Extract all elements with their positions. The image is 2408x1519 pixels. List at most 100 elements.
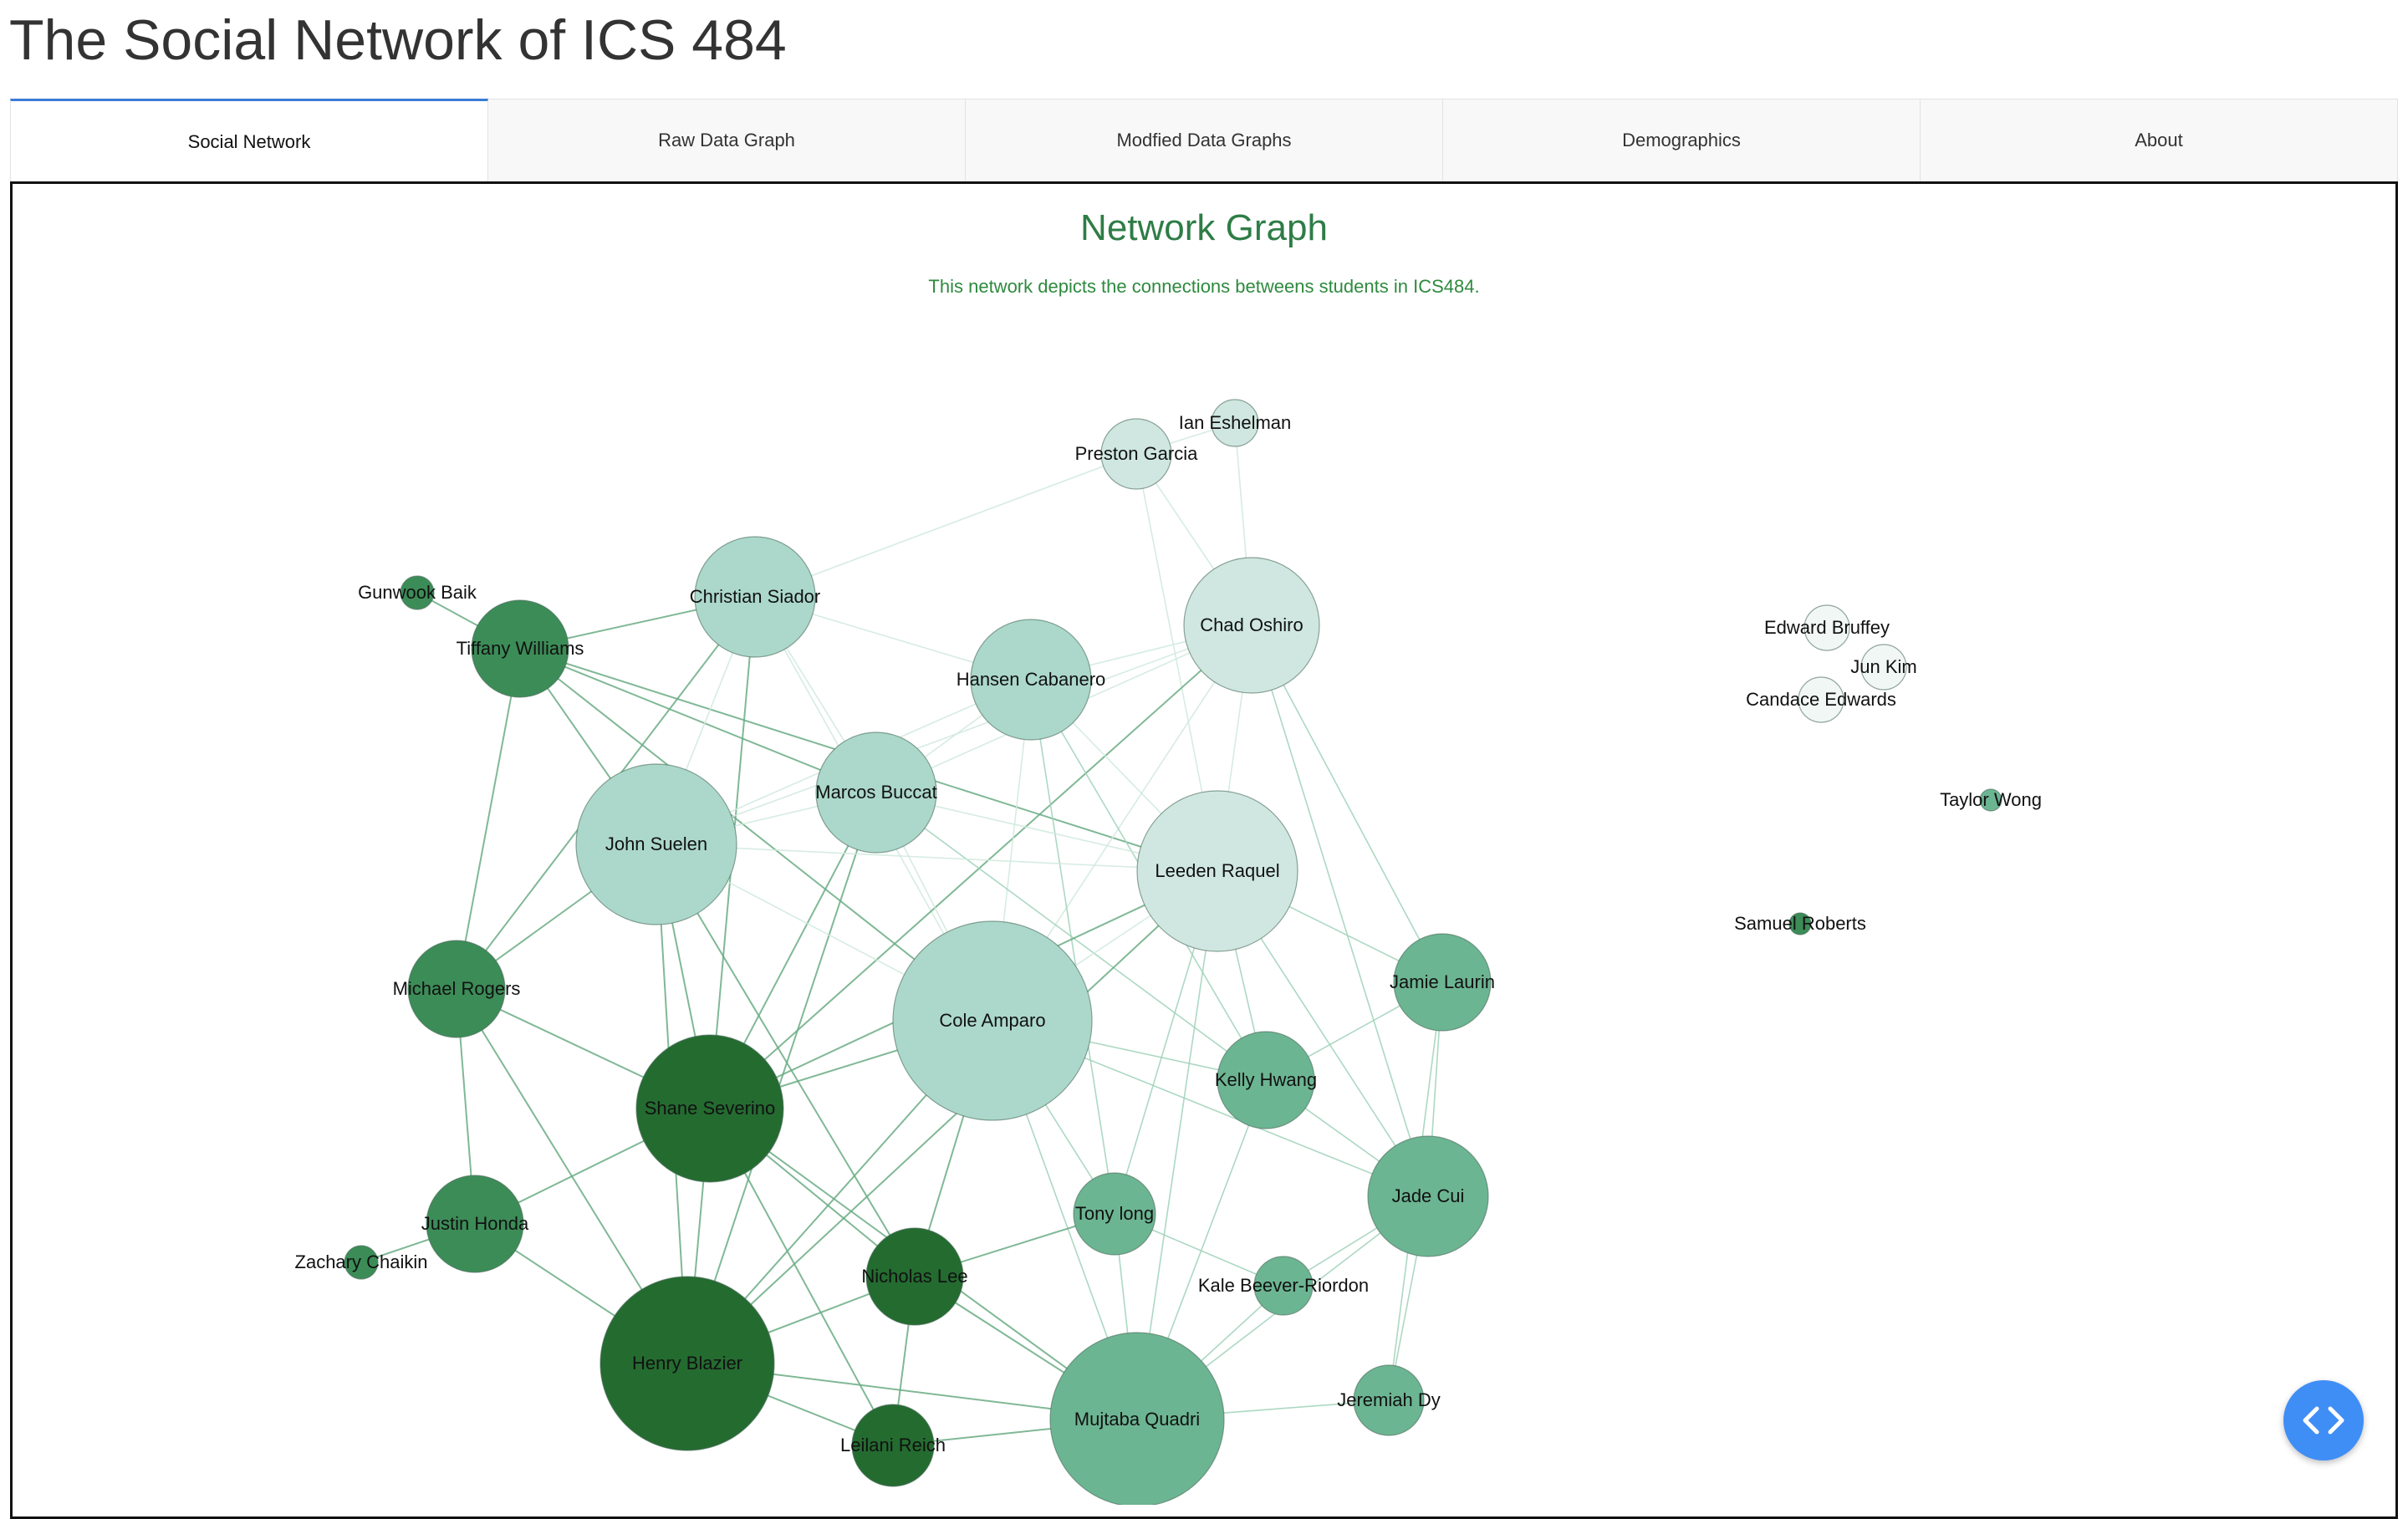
node-circle[interactable] [1100,418,1172,490]
node-circle[interactable] [1860,644,1907,691]
node-label: Shane Severino [645,1098,776,1119]
node-circle[interactable] [851,1404,935,1487]
node-circle[interactable] [400,575,435,610]
graph-node[interactable]: Edward Bruffey [1764,604,1890,651]
graph-node[interactable]: Gunwook Baik [358,575,477,610]
graph-edge [1030,679,1115,1215]
graph-node[interactable]: Jun Kim [1850,644,1917,691]
node-label: Gunwook Baik [358,582,477,603]
node-circle[interactable] [892,920,1093,1121]
graph-edge [1251,624,1429,1197]
graph-node[interactable]: Chad Oshiro [1183,557,1320,694]
graph-edge [519,648,993,1022]
node-label: Zachary Chaikin [295,1251,428,1272]
tab-about[interactable]: About [1921,99,2398,182]
graph-node[interactable]: Zachary Chaikin [295,1245,428,1280]
node-label: Michael Rogers [393,978,521,999]
node-circle[interactable] [1211,399,1259,447]
graph-node[interactable]: Jade Cui [1367,1135,1489,1257]
node-label: Cole Amparo [939,1010,1045,1031]
node-label: Tiffany Williams [457,638,584,659]
graph-description: This network depicts the connections bet… [928,276,1480,297]
node-circle[interactable] [970,619,1092,741]
node-circle[interactable] [1788,912,1812,935]
node-circle[interactable] [1798,676,1844,723]
node-circle[interactable] [1803,604,1850,651]
graph-node[interactable]: Tony long [1073,1172,1156,1256]
graph-node[interactable]: Candace Edwards [1746,676,1896,723]
graph-edge [656,624,1252,845]
node-circle[interactable] [1136,790,1298,952]
node-circle[interactable] [1393,933,1492,1032]
node-circle[interactable] [1073,1172,1156,1256]
node-label: Hansen Cabanero [957,669,1106,690]
graph-node[interactable]: Henry Blazier [599,1276,775,1451]
node-label: Nicholas Lee [861,1266,967,1287]
node-label: Leilani Reich [840,1435,946,1455]
node-label: Henry Blazier [632,1353,742,1374]
node-label: Mujtaba Quadri [1074,1409,1200,1430]
node-circle[interactable] [407,940,506,1038]
node-label: Tony long [1075,1203,1154,1224]
graph-edge [519,648,877,793]
node-circle[interactable] [1217,1031,1315,1129]
tab-demographics[interactable]: Demographics [1443,99,1921,182]
tab-modified-data-graphs[interactable]: Modfied Data Graphs [966,99,1443,182]
node-label: John Suelen [605,833,707,854]
graph-node[interactable]: Nicholas Lee [861,1227,968,1326]
node-label: Jun Kim [1850,656,1916,677]
node-label: Edward Bruffey [1764,617,1890,638]
graph-node[interactable]: Mujtaba Quadri [1049,1332,1225,1505]
graph-node[interactable]: Cole Amparo [892,920,1093,1121]
node-label: Jade Cui [1392,1185,1465,1206]
node-circle[interactable] [694,536,816,658]
node-label: Kale Beever-Riordon [1198,1275,1369,1296]
network-panel: Network Graph This network depicts the c… [10,181,2398,1519]
graph-node[interactable]: Jeremiah Dy [1337,1364,1441,1436]
graph-node[interactable]: Taylor Wong [1940,788,2042,812]
graph-node[interactable]: Tiffany Williams [457,599,584,698]
tab-bar: Social Network Raw Data Graph Modfied Da… [10,99,2398,183]
tab-raw-data-graph[interactable]: Raw Data Graph [488,99,966,182]
node-label: Samuel Roberts [1734,913,1866,934]
node-label: Marcos Buccat [815,782,937,803]
node-circle[interactable] [1367,1135,1489,1257]
graph-node[interactable]: Justin Honda [421,1175,529,1273]
graph-node[interactable]: Christian Siador [690,536,821,658]
graph-node[interactable]: Preston Garcia [1075,418,1198,490]
graph-edge [1136,870,1218,1420]
node-label: Taylor Wong [1940,789,2042,810]
graph-node[interactable]: John Suelen [575,763,737,925]
node-circle[interactable] [635,1034,784,1183]
graph-node[interactable]: Kale Beever-Riordon [1198,1256,1369,1316]
node-circle[interactable] [1049,1332,1225,1505]
node-circle[interactable] [815,731,937,854]
graph-node[interactable]: Michael Rogers [393,940,521,1038]
node-label: Ian Eshelman [1179,412,1292,433]
node-circle[interactable] [344,1245,379,1280]
node-label: Jamie Laurin [1390,971,1495,992]
node-circle[interactable] [1979,788,2002,812]
node-circle[interactable] [1353,1364,1425,1436]
graph-node[interactable]: Jamie Laurin [1390,933,1495,1032]
graph-edge [709,624,1252,1109]
tab-social-network[interactable]: Social Network [10,99,488,182]
node-circle[interactable] [426,1175,524,1273]
graph-node[interactable]: Samuel Roberts [1734,912,1866,935]
graph-node[interactable]: Ian Eshelman [1179,399,1292,447]
node-circle[interactable] [575,763,737,925]
graph-node[interactable]: Kelly Hwang [1215,1031,1317,1129]
graph-node[interactable]: Leilani Reich [840,1404,946,1487]
graph-node[interactable]: Hansen Cabanero [957,619,1106,741]
graph-node[interactable]: Marcos Buccat [815,731,937,854]
node-circle[interactable] [599,1276,775,1451]
graph-node[interactable]: Leeden Raquel [1136,790,1298,952]
node-circle[interactable] [1183,557,1320,694]
node-circle[interactable] [471,599,569,698]
node-circle[interactable] [1253,1256,1314,1316]
graph-node[interactable]: Shane Severino [635,1034,784,1183]
embed-code-button[interactable] [2283,1380,2364,1460]
graph-title: Network Graph [1080,207,1328,248]
node-circle[interactable] [865,1227,964,1326]
